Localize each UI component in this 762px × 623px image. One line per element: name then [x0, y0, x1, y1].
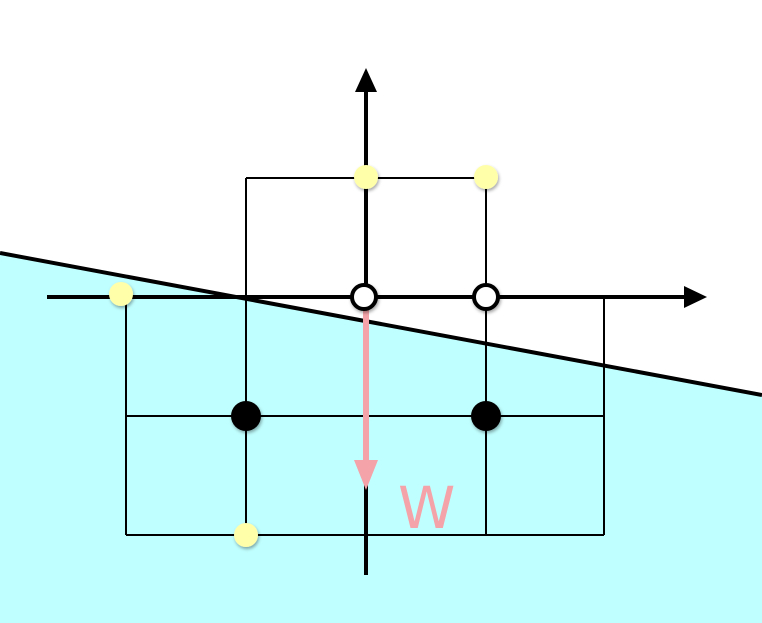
water-region: [0, 253, 762, 623]
filled-nodes: [231, 401, 501, 431]
x-axis-arrowhead: [684, 286, 707, 308]
open-nodes: [350, 283, 500, 311]
filled-node: [231, 401, 261, 431]
water-surface-line: [0, 251, 762, 397]
open-node: [472, 283, 500, 311]
contact-point: [234, 523, 258, 547]
contact-points: [109, 165, 498, 547]
weight-arrow-head: [354, 460, 378, 490]
contact-point: [354, 165, 378, 189]
contact-point: [109, 282, 133, 306]
filled-node: [471, 401, 501, 431]
y-axis-arrowhead: [355, 68, 377, 92]
contact-point: [474, 165, 498, 189]
weight-label: W: [398, 474, 455, 542]
weight-arrow: [354, 310, 378, 490]
open-node: [350, 283, 378, 311]
